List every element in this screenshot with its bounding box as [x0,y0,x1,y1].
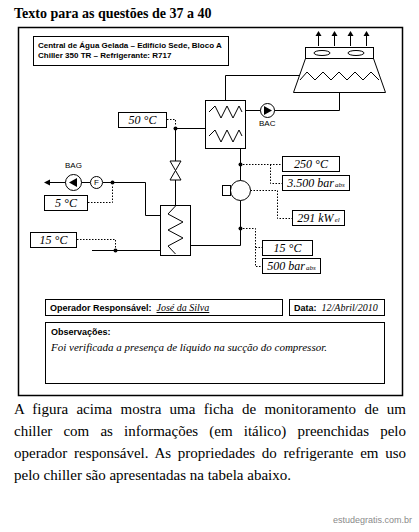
date-field: Data: 12/Abril/2010 [289,299,385,316]
evaporator-coil [168,206,183,254]
unit-subscript: el [335,216,340,224]
pump-tag: BAG [65,161,82,171]
compressor-motor [223,186,231,196]
water-pipe [246,93,340,111]
form-heading: Central de Água Gelada – Edifício Sede, … [38,41,222,51]
measure-point [111,181,115,185]
reading-box: 3.500 barabs [282,175,350,191]
leader-lines [77,120,292,267]
unit-subscript: abs [306,264,316,272]
chiller-spec: Chiller 350 TR – Refrigerante: R717 [38,51,171,61]
pressure-reading: 3.500 bar [287,176,334,190]
expansion-valve [170,161,181,180]
field-label: Data: [294,302,317,314]
condenser-pump [261,104,275,118]
temperature-reading: 15 °C [274,241,302,255]
header-box: Central de Água Gelada – Edifício Sede, … [33,36,229,66]
pump-direction [69,178,77,187]
measure-point [174,127,178,131]
arrow-head [316,31,322,36]
leader-line [251,191,293,219]
field-label: Observações: [51,326,111,338]
reading-box: 15 °C [30,232,77,248]
date-value: 12/Abril/2010 [322,301,378,314]
measure-point [114,249,118,253]
reading-box: 50 °C [118,112,167,128]
compressor [231,181,251,201]
chilled-water-pump [66,175,82,191]
suction-pipe [191,201,241,246]
tower-body [294,59,386,93]
exhaust-arrow [319,35,367,46]
question-heading: Texto para as questões de 37 a 40 [14,6,211,22]
observation-note: Foi verificada a presença de líquido na … [51,340,327,354]
observations-box: Observações: Foi verificada a presença de… [45,322,385,384]
leader-line [243,229,262,267]
measure-point [239,227,243,231]
tower-fill [300,72,379,80]
pump-tag: BAC [259,119,275,129]
arrow-head [364,31,370,36]
reading-box: 15 °C [262,240,313,256]
temperature-reading: 250 °C [294,157,328,171]
reading-box: 291 kWel [292,210,345,226]
tower-fan [314,51,330,56]
temperature-reading: 50 °C [129,113,157,127]
pressure-reading: 500 bar [267,259,305,273]
reading-box: 5 °C [44,195,88,211]
liquid-pipe [176,129,206,206]
evaporator [161,206,191,256]
leader-line [77,240,116,249]
question-text: A figura acima mostra uma ficha de monit… [14,398,406,486]
arrow-head [348,31,354,36]
flow-meter: F [90,176,103,189]
temperature-reading: 5 °C [55,196,77,210]
pump-direction [264,106,272,115]
condenser [206,101,246,149]
watermark: estudegratis.com.br [300,515,412,526]
arrow-head [44,180,50,186]
arrow-head [332,31,338,36]
flow-meter-circle [91,177,103,189]
condenser-coil [209,106,242,142]
field-label: Operador Responsável: [50,302,152,314]
operator-name: José da Silva [157,301,210,314]
reading-box: 500 barabs [262,258,321,274]
leader-line [243,165,282,184]
unit-subscript: abs [335,181,345,189]
flow-meter-tag: F [94,179,99,187]
temperature-reading: 15 °C [40,233,68,247]
return-water-pipe [92,250,161,251]
tower-fan-deck [306,48,374,59]
leader-line [167,120,176,127]
power-reading: 291 kW [297,211,333,225]
operator-field: Operador Responsável: José da Silva [45,299,283,316]
tower-fan [348,51,364,56]
water-pipe [226,76,300,101]
measure-point [239,163,243,167]
form-frame [19,28,403,396]
reading-box: 250 °C [282,156,340,172]
